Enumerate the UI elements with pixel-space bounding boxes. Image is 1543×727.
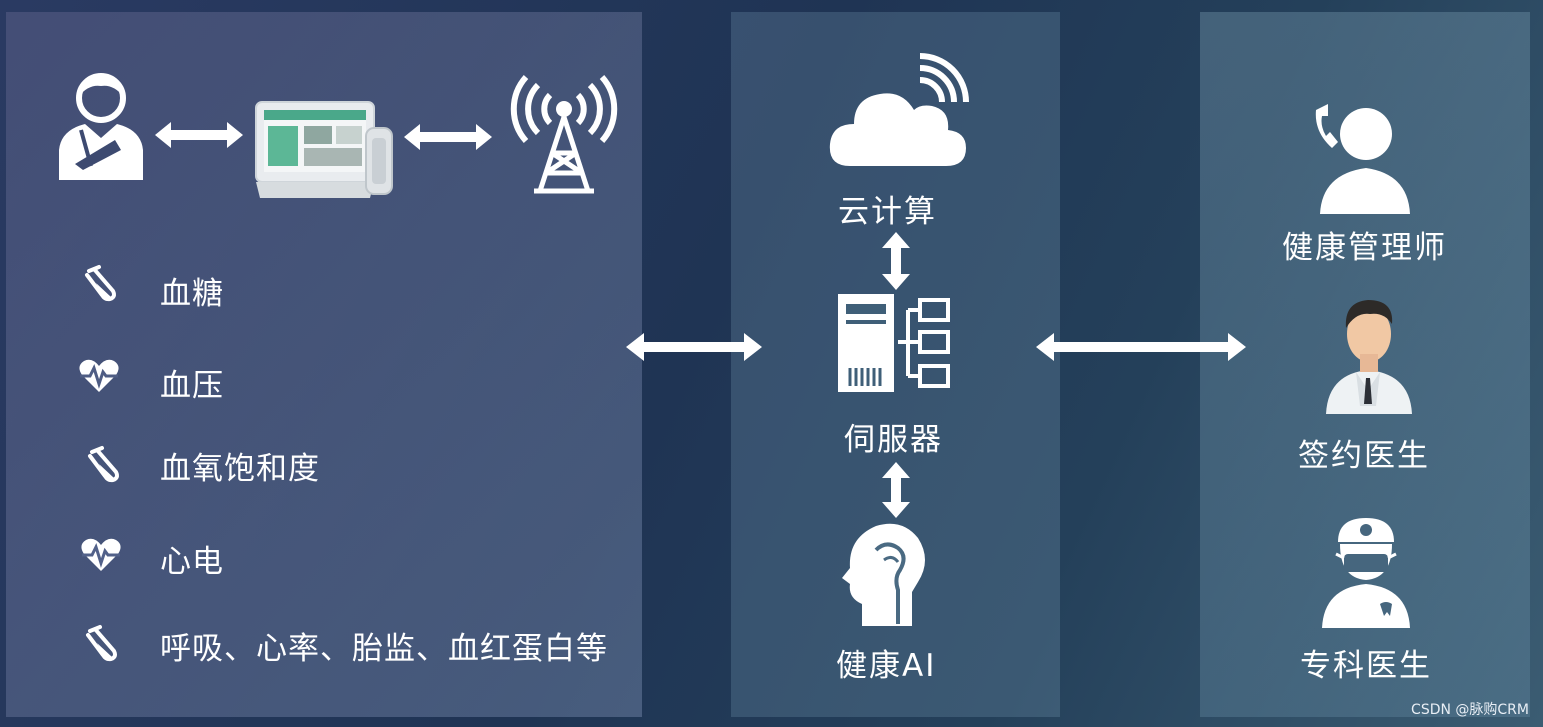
double-arrow-icon [404, 122, 492, 152]
specialist-doctor-icon [1320, 514, 1412, 628]
doctor-avatar-icon [1322, 294, 1416, 414]
double-arrow-icon [155, 120, 243, 150]
watermark: CSDN @脉购CRM [1411, 699, 1529, 719]
ai-label: 健康AI [836, 640, 936, 685]
signed-doctor-label: 签约医生 [1298, 430, 1430, 475]
vertical-double-arrow-icon [881, 232, 911, 290]
specialist-label: 专科医生 [1300, 640, 1432, 685]
health-manager-label: 健康管理师 [1282, 222, 1447, 267]
heart-pulse-icon [78, 358, 120, 394]
double-arrow-icon [626, 332, 762, 362]
server-label: 伺服器 [844, 414, 943, 459]
phone-consultant-icon [1312, 102, 1412, 214]
server-network-icon [836, 292, 952, 394]
metric-label: 血糖 [160, 268, 224, 313]
test-tube-icon [84, 625, 120, 661]
vertical-double-arrow-icon [881, 462, 911, 518]
health-terminal-device-icon [254, 98, 394, 204]
test-tube-icon [86, 446, 122, 482]
metric-label: 呼吸、心率、胎监、血红蛋白等 [160, 623, 608, 668]
test-tube-icon [83, 265, 119, 301]
double-arrow-icon [1036, 332, 1246, 362]
cloud-icon [828, 60, 976, 170]
patient-icon [55, 66, 147, 184]
metric-label: 血氧饱和度 [160, 443, 320, 488]
metric-label: 血压 [160, 360, 224, 405]
ai-head-icon [840, 520, 928, 628]
metric-label: 心电 [160, 536, 224, 581]
signal-tower-icon [512, 75, 616, 193]
cloud-label: 云计算 [838, 186, 937, 231]
heart-pulse-icon [80, 537, 122, 573]
